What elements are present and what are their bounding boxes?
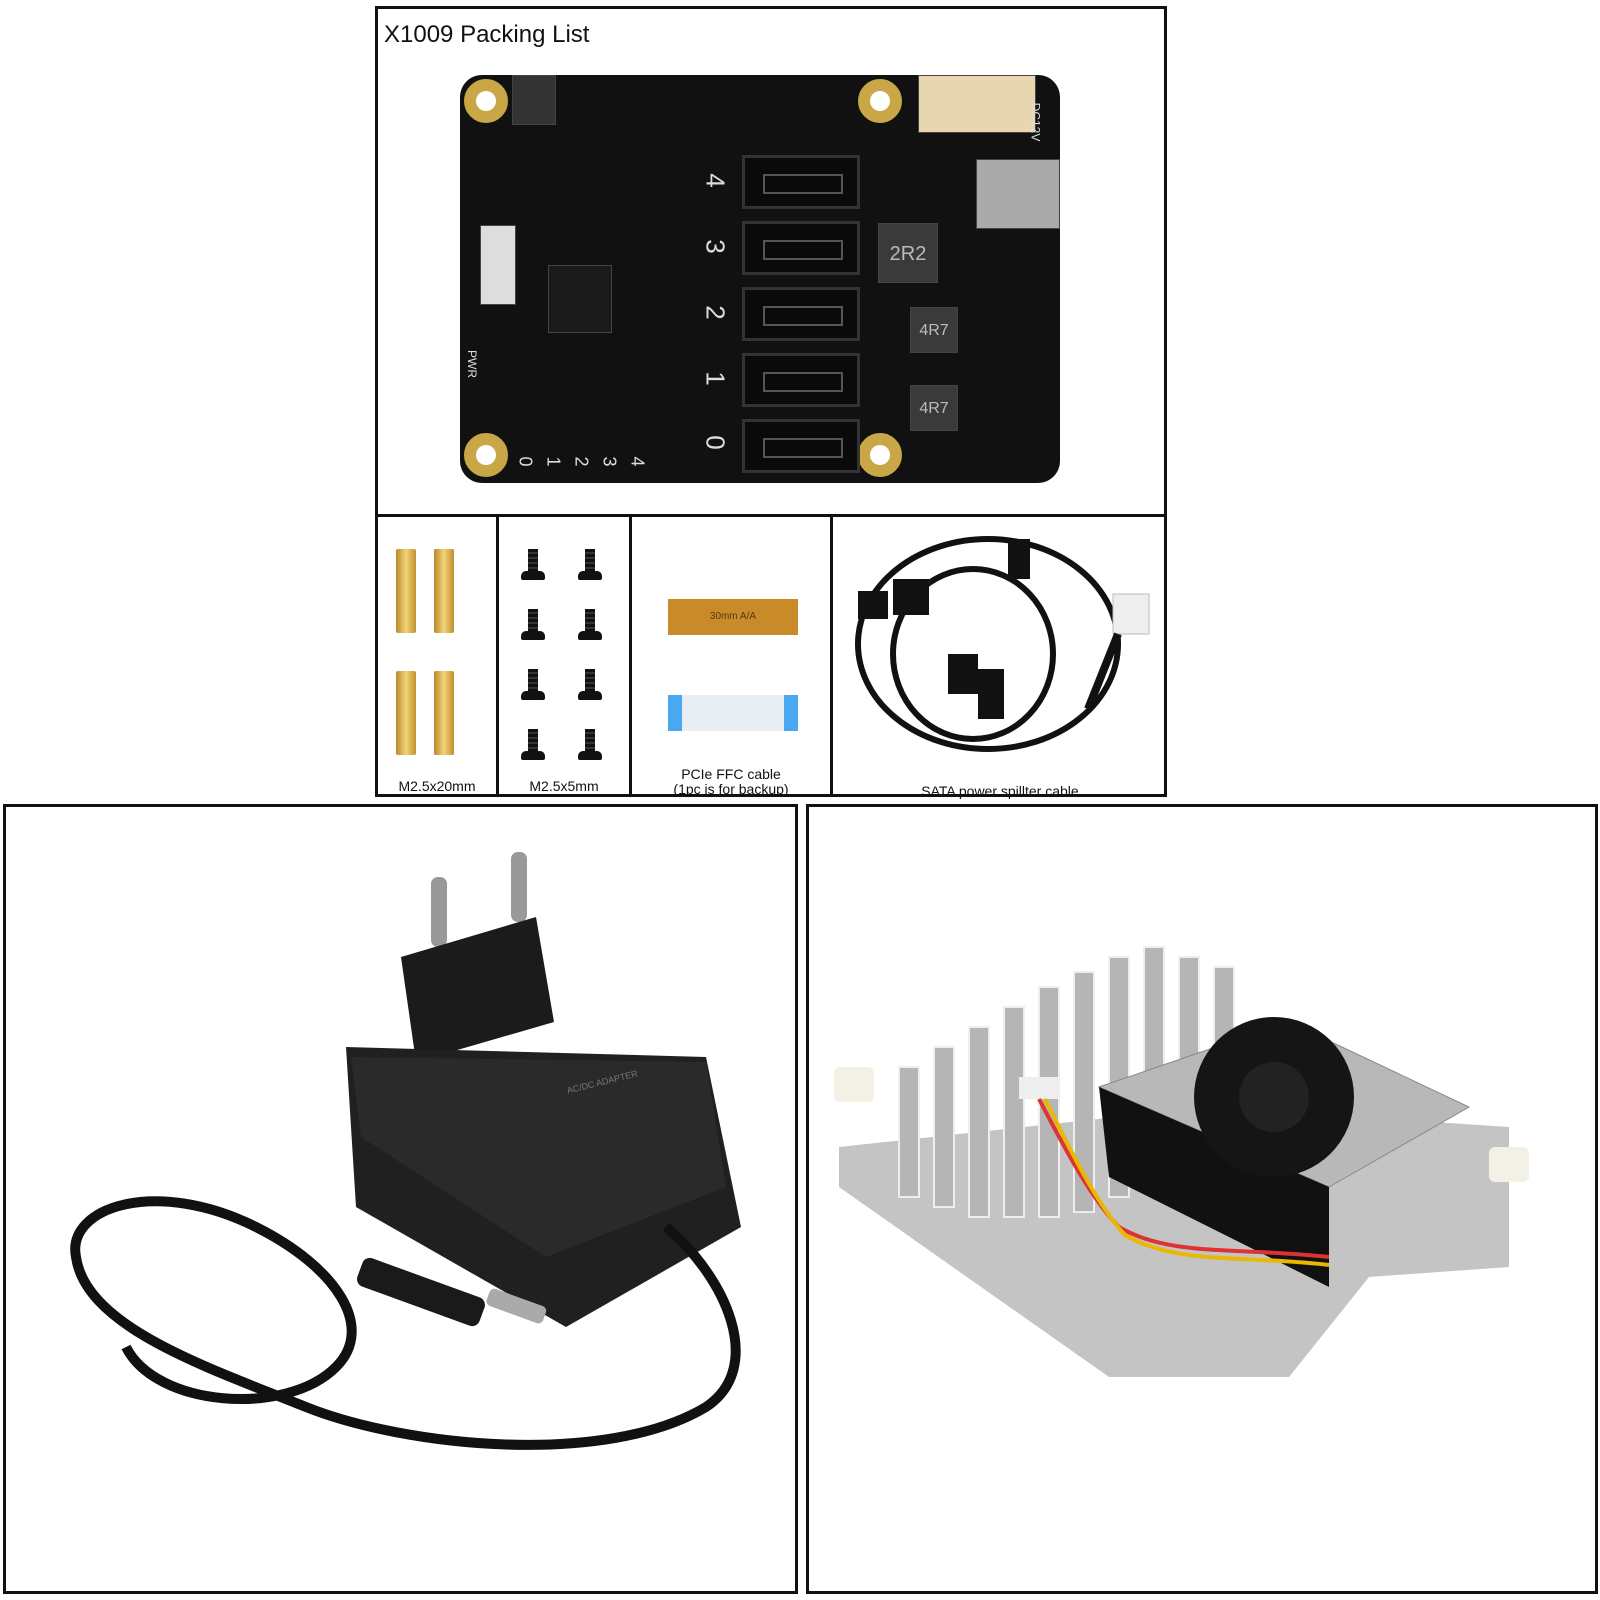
- port-number: 4: [700, 173, 731, 188]
- divider: [378, 514, 1164, 517]
- backup-ffc-cable: [668, 695, 798, 731]
- item-caption: SATA power spillter cable: [921, 783, 1079, 799]
- sata-port-3: [742, 221, 860, 275]
- screw: [578, 549, 602, 581]
- led-label: 1: [543, 456, 564, 467]
- mounting-hole: [464, 433, 508, 477]
- inductor: 4R7: [910, 385, 958, 431]
- port-number: 0: [700, 435, 731, 450]
- brass-standoff: [396, 549, 416, 633]
- screw: [521, 669, 545, 701]
- sata-controller-chip: [548, 265, 612, 333]
- caption-line: PCIe FFC cable: [681, 766, 781, 782]
- mounting-hole: [464, 79, 508, 123]
- divider: [629, 517, 632, 794]
- port-number: 1: [700, 371, 731, 386]
- packing-list-panel: X1009 Packing List 2R2 4R7 4R7 4 3 2 1 0…: [375, 6, 1167, 799]
- item-caption: M2.5x20mm: [398, 778, 476, 794]
- item-caption: PCIe FFC cable (1pc is for backup): [632, 767, 830, 797]
- led-label: 0: [515, 456, 536, 467]
- power-adapter-image: [70, 852, 741, 1450]
- brass-standoff: [396, 671, 416, 755]
- led-label: 2: [571, 456, 592, 467]
- led-label: 4: [627, 456, 648, 467]
- dc12v-label: DC12V: [1028, 102, 1043, 142]
- screw: [578, 609, 602, 641]
- fan-connector: [918, 75, 1036, 133]
- power-adapter-panel: AC/DC ADAPTER: [3, 804, 798, 1594]
- mounting-hole: [858, 433, 902, 477]
- led-label: 3: [599, 456, 620, 467]
- sata-power-splitter-cable: [855, 536, 1150, 752]
- caption-line: (1pc is for backup): [673, 781, 789, 797]
- divider: [830, 517, 833, 794]
- port-number: 3: [700, 239, 731, 254]
- port-number: 2: [700, 305, 731, 320]
- packing-list-title: X1009 Packing List: [384, 21, 590, 48]
- inductor: 2R2: [878, 223, 938, 283]
- item-caption: M2.5x5mm: [529, 778, 599, 794]
- brass-standoff: [434, 671, 454, 755]
- x1009-board-image: 2R2 4R7 4R7 4 3 2 1 0 0 1 2 3 4 PWR DC12…: [460, 75, 1060, 483]
- dc-jack: [976, 159, 1060, 229]
- ffc-connector: [480, 225, 516, 305]
- active-cooler-image: [834, 946, 1529, 1377]
- screw: [578, 729, 602, 761]
- pwr-label: PWR: [465, 350, 479, 378]
- pin-header: [512, 75, 556, 125]
- sata-port-1: [742, 353, 860, 407]
- inductor: 4R7: [910, 307, 958, 353]
- screw: [578, 669, 602, 701]
- led-labels: 0 1 2 3 4: [516, 451, 648, 472]
- pcie-ffc-cable: 30mm A/A: [668, 599, 798, 635]
- brass-standoff: [434, 549, 454, 633]
- mounting-hole: [858, 79, 902, 123]
- screw: [521, 609, 545, 641]
- sata-port-4: [742, 155, 860, 209]
- screw: [521, 729, 545, 761]
- sata-port-0: [742, 419, 860, 473]
- active-cooler-panel: [806, 804, 1598, 1594]
- screw: [521, 549, 545, 581]
- sata-port-2: [742, 287, 860, 341]
- divider: [496, 517, 499, 794]
